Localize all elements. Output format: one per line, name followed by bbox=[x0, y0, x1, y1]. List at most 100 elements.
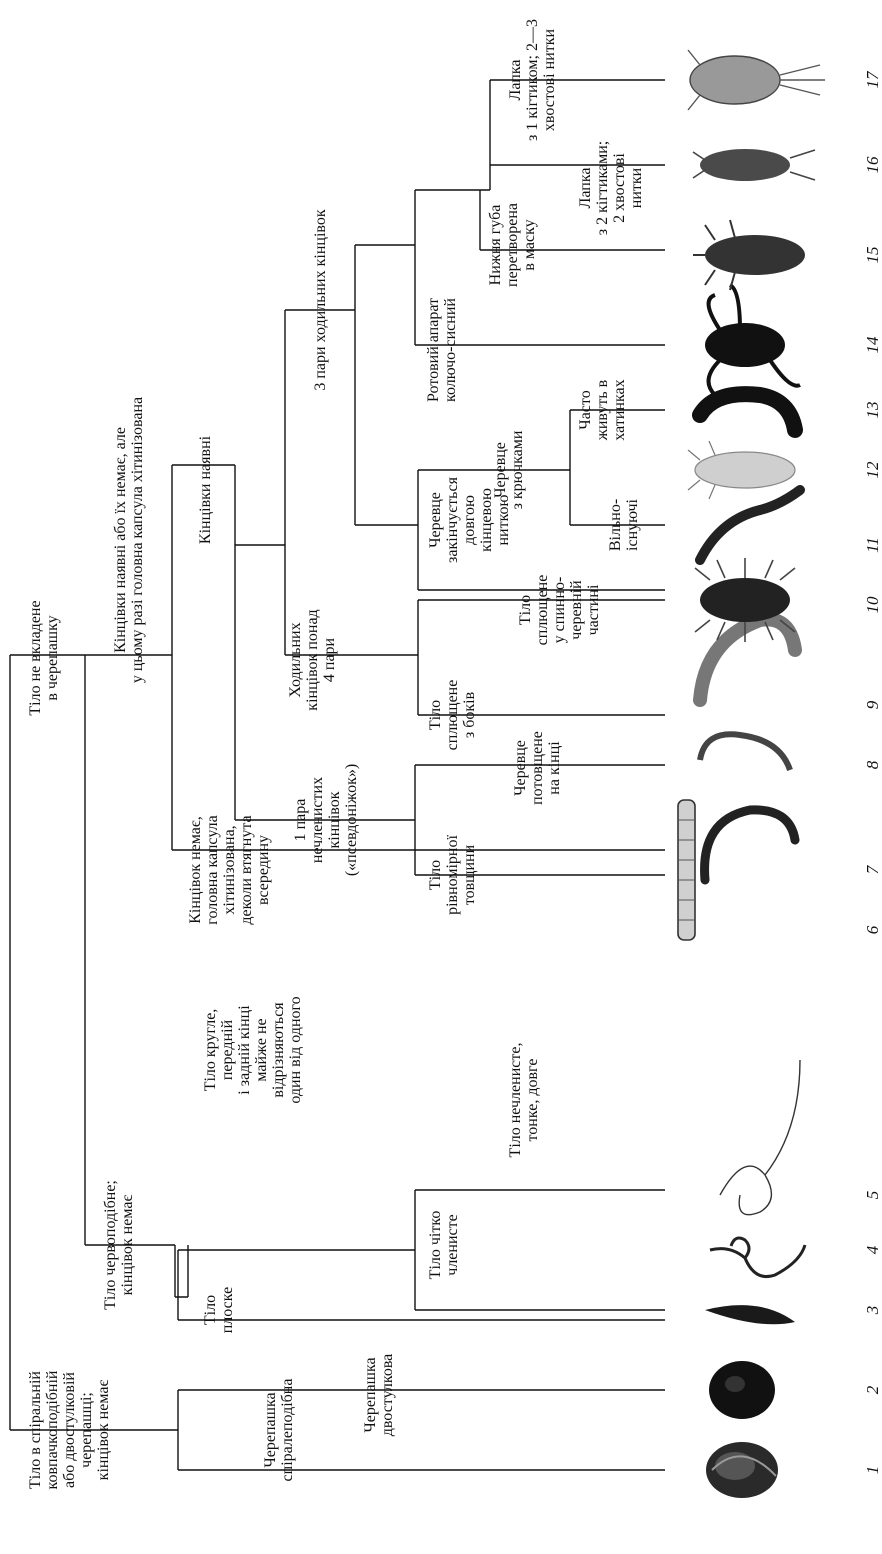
key-node-line: Вільно- bbox=[607, 499, 624, 551]
key-node-line: 2 хвостові bbox=[611, 153, 628, 223]
taxa-numbers: 1234567891011121314151617 bbox=[863, 70, 882, 1474]
key-node-line: Кінцівок немає, bbox=[187, 816, 204, 924]
key-node-label-round: Тіло кругле,переднійі задній кінцімайже … bbox=[202, 996, 304, 1103]
key-node-line: Черепашка bbox=[262, 1392, 279, 1467]
key-node-line: довгою bbox=[461, 495, 478, 545]
key-node-label-cases: Частоживуть вхатинках bbox=[577, 379, 628, 441]
taxon-number: 16 bbox=[863, 156, 882, 174]
key-node-line: Кінцівки наявні або їх немає, але bbox=[112, 427, 129, 653]
taxon-number: 15 bbox=[863, 247, 882, 264]
key-node-line: хвостові нитки bbox=[541, 28, 558, 131]
filament-larva-illustration bbox=[700, 490, 800, 560]
key-node-label-even: Тілорівномірноїтовщини bbox=[427, 835, 478, 915]
key-node-label-free: Вільно-існуючі bbox=[607, 498, 641, 551]
taxon-number: 6 bbox=[863, 925, 882, 934]
key-node-line: кінцівок понад bbox=[304, 609, 321, 710]
key-node-label-unsegmented: Тіло нечленисте,тонке, довге bbox=[507, 1043, 541, 1158]
key-node-line: двостулкова bbox=[379, 1354, 396, 1437]
key-node-line: передній bbox=[219, 1019, 236, 1080]
key-node-line: рівномірної bbox=[444, 835, 461, 915]
key-node-line: головна капсула bbox=[204, 815, 221, 924]
key-node-line: Тіло bbox=[202, 1295, 219, 1325]
key-node-line: черевній bbox=[568, 580, 585, 640]
key-node-line: Черевце bbox=[512, 740, 529, 796]
key-node-line: хатинках bbox=[611, 379, 628, 440]
segmented-worm-illustration bbox=[710, 1238, 805, 1277]
thick-end-larva-illustration bbox=[700, 734, 790, 770]
taxon-number: 14 bbox=[863, 336, 882, 354]
mussel-illustration bbox=[709, 1361, 775, 1419]
key-node-line: потовщене bbox=[529, 731, 546, 805]
key-labels: Тіло в спіральнійковпачкоподібнійабо дво… bbox=[27, 19, 645, 1489]
key-node-line: ковпачкоподібній bbox=[44, 1370, 61, 1489]
key-node-line: або двостулковій bbox=[61, 1372, 78, 1488]
case-larva-illustration bbox=[700, 394, 795, 430]
key-node-line: Тіло bbox=[517, 595, 534, 625]
key-node-line: Лапка bbox=[577, 168, 594, 209]
organism-illustrations bbox=[678, 50, 825, 1498]
key-node-line: кінцівок немає bbox=[95, 1380, 112, 1481]
taxon-number: 13 bbox=[863, 402, 882, 419]
key-node-line: перетворена bbox=[504, 203, 521, 287]
mayfly-nymph-illustration bbox=[688, 50, 825, 110]
key-node-line: Тіло червоподібне; bbox=[102, 1180, 119, 1310]
key-node-line: з боків bbox=[461, 691, 478, 738]
key-node-line: з крючками bbox=[509, 430, 526, 509]
key-node-line: Черевце bbox=[427, 492, 444, 548]
key-node-line: Тіло в спіральній bbox=[27, 1371, 44, 1489]
taxon-number: 4 bbox=[863, 1245, 882, 1254]
key-node-line: кінцівок немає bbox=[119, 1195, 136, 1296]
key-node-label-shell-root: Тіло в спіральнійковпачкоподібнійабо дво… bbox=[27, 1370, 112, 1489]
key-node-line: 3 пари ходильних кінцівок bbox=[312, 209, 329, 391]
key-node-line: сплющене bbox=[444, 680, 461, 751]
water-bug-illustration bbox=[705, 285, 800, 395]
key-node-line: живуть в bbox=[594, 379, 611, 441]
stonefly-nymph-illustration bbox=[693, 149, 815, 181]
key-node-line: у спинно- bbox=[551, 577, 568, 644]
key-node-line: черепашці; bbox=[78, 1392, 95, 1468]
amphipod-illustration bbox=[700, 619, 795, 700]
key-node-line: 1 пара bbox=[292, 799, 309, 842]
key-node-label-chitin: Кінцівки наявні або їх немає, алеу цьому… bbox=[112, 397, 146, 683]
taxon-number: 7 bbox=[863, 864, 882, 874]
taxon-number: 17 bbox=[863, 70, 882, 89]
key-node-line: з 1 кігтиком; 2—3 bbox=[524, 19, 541, 141]
key-node-label-dorsoventral: Тілосплющенеу спинно-черевнійчастині bbox=[517, 575, 602, 646]
key-node-line: Тіло кругле, bbox=[202, 1009, 219, 1092]
key-node-line: Черевце bbox=[492, 442, 509, 498]
dipteran-larva-illustration bbox=[678, 800, 695, 940]
key-node-label-no-limbs: Кінцівок немає,головна капсулахітинізова… bbox=[187, 815, 272, 924]
key-node-line: з 2 кігтиками; bbox=[594, 141, 611, 235]
taxon-number: 9 bbox=[863, 700, 882, 709]
key-node-label-one-claw: Лапказ 1 кігтиком; 2—3хвостові нитки bbox=[507, 19, 558, 141]
key-node-line: 4 пари bbox=[321, 637, 338, 682]
taxon-number: 10 bbox=[863, 596, 882, 614]
key-node-label-two-claws: Лапказ 2 кігтиками;2 хвостовінитки bbox=[577, 141, 645, 235]
key-node-line: Ротовий апарат bbox=[425, 298, 442, 402]
key-node-line: Лапка bbox=[507, 60, 524, 101]
key-node-line: деколи втягнута bbox=[238, 815, 255, 924]
key-node-label-piercing: Ротовий апаратколючо-сисний bbox=[425, 298, 459, 402]
key-node-line: сплющене bbox=[534, 575, 551, 646]
key-node-line: колючо-сисний bbox=[442, 298, 459, 402]
key-node-label-no-shell: Тіло не вкладенев черепашку bbox=[27, 600, 61, 715]
key-node-line: і задній кінці bbox=[236, 1005, 253, 1095]
key-node-label-bivalve: Черепашкадвостулкова bbox=[362, 1354, 396, 1437]
key-node-line: Черепашка bbox=[362, 1357, 379, 1432]
key-node-line: спіралеподібна bbox=[279, 1379, 296, 1482]
key-node-line: Ходильних bbox=[287, 622, 304, 697]
key-node-label-hooks: Черевцез крючками bbox=[492, 430, 526, 509]
key-node-line: Тіло bbox=[427, 860, 444, 890]
key-node-label-thick-end: Черевцепотовщенена кінці bbox=[512, 731, 563, 805]
key-node-label-pseudo: 1 паранечленистихкінцівок(«псевдоніжок») bbox=[292, 764, 360, 876]
key-node-line: закінчується bbox=[444, 476, 461, 563]
key-node-line: Тіло не вкладене bbox=[27, 600, 44, 715]
key-node-line: один від одного bbox=[287, 996, 304, 1103]
taxon-number: 11 bbox=[863, 537, 882, 553]
curved-larva-illustration bbox=[705, 810, 795, 880]
taxon-number: 3 bbox=[863, 1306, 882, 1316]
key-node-line: («псевдоніжок») bbox=[343, 764, 360, 876]
key-node-line: членисте bbox=[444, 1214, 461, 1275]
key-node-line: нечленистих bbox=[309, 777, 326, 863]
